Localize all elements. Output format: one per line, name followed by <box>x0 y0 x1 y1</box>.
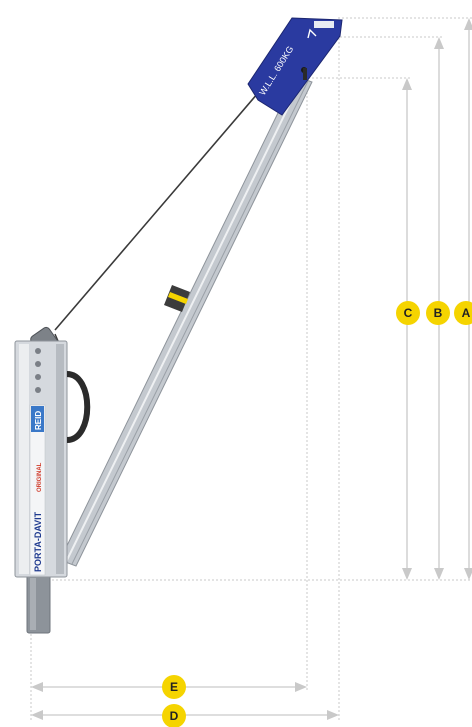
brand-label: PORTA-DAVIT <box>33 511 43 572</box>
davit-illustration: REID PORTA-DAVIT ORIGINAL W.L.L. 600KG <box>14 17 343 634</box>
mast-label-strip <box>29 404 46 576</box>
brand-suffix: ORIGINAL <box>37 462 43 492</box>
dim-label-b: B <box>434 306 443 320</box>
dim-badge-d: D <box>162 704 186 727</box>
dim-badge-b: B <box>426 301 450 325</box>
reid-badge-text: REID <box>34 411 43 430</box>
mast-bolt <box>35 348 41 354</box>
dim-badge-e: E <box>162 675 186 699</box>
mast-bolt <box>35 374 41 380</box>
boom-head <box>247 17 343 116</box>
reference-lines <box>30 17 472 720</box>
dim-badge-c: C <box>396 301 420 325</box>
mast-handle-icon <box>66 371 91 443</box>
mast-bolt <box>35 387 41 393</box>
dim-label-d: D <box>170 709 179 723</box>
dim-label-c: C <box>404 306 413 320</box>
head-sticker <box>314 21 334 28</box>
hook-icon <box>307 28 317 39</box>
dim-label-a: A <box>462 306 471 320</box>
reid-badge <box>31 406 44 432</box>
dim-badge-a: A <box>454 301 472 325</box>
dim-arrow-c <box>402 78 412 580</box>
dim-label-e: E <box>170 680 178 694</box>
mast-bolt <box>35 361 41 367</box>
dim-arrow-a <box>464 18 472 580</box>
